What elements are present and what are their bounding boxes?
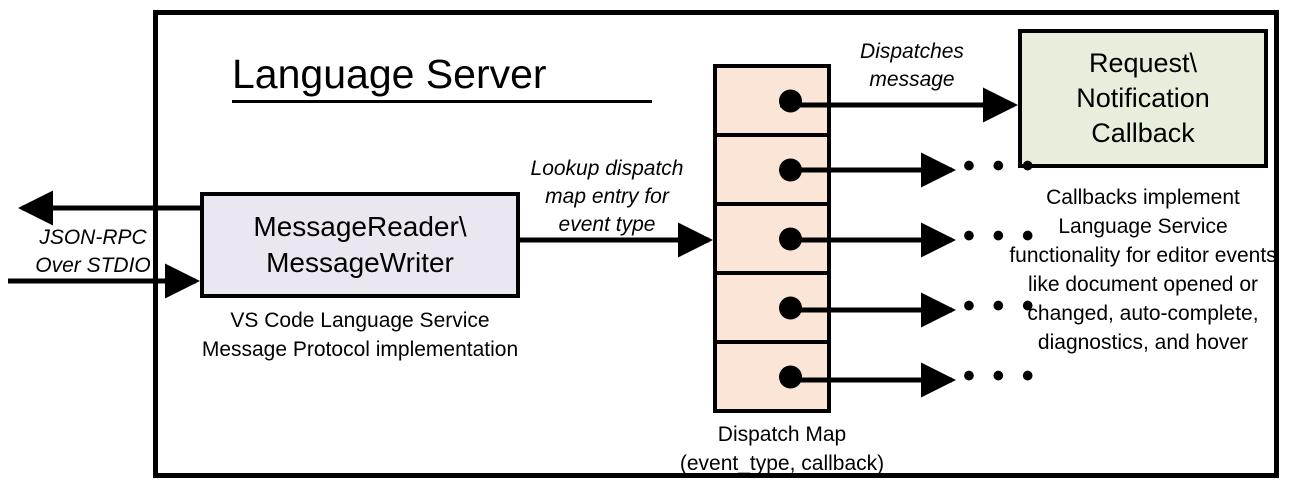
ellipsis-callback-3: • • • <box>963 217 1038 255</box>
edge-label-json-rpc-line-2: Over STDIO <box>35 254 151 277</box>
ellipsis-callback-5: • • • <box>963 357 1038 395</box>
dispatch-map-caption: Dispatch Map (event_type, callback) <box>632 420 932 478</box>
edge-label-lookup-line-3: event type <box>558 213 656 236</box>
node-label-line-1: MessageReader\ <box>253 211 467 242</box>
dispatch-entry-dot-icon <box>779 158 802 181</box>
edge-label-json-rpc: JSON-RPC Over STDIO <box>18 224 168 280</box>
ellipsis-callback-2: • • • <box>963 147 1038 185</box>
node-message-reader-writer-caption: VS Code Language Service Message Protoco… <box>180 306 540 364</box>
edge-label-dispatches-message: Dispatches message <box>832 38 992 94</box>
node-message-reader-writer[interactable]: MessageReader\ MessageWriter <box>200 192 520 298</box>
dispatch-entry-dot-icon <box>779 365 802 388</box>
dispatch-map-caption-line-1: Dispatch Map <box>717 423 847 446</box>
edge-label-dispatches-line-2: message <box>869 68 955 91</box>
node-label-line-2: MessageWriter <box>266 247 454 278</box>
edge-label-lookup-line-2: map entry for <box>545 185 669 208</box>
dispatch-map-row[interactable] <box>717 68 827 137</box>
dispatch-map-row[interactable] <box>717 344 827 409</box>
dispatch-entry-dot-icon <box>779 296 802 319</box>
edge-label-lookup-line-1: Lookup dispatch <box>530 157 684 180</box>
language-server-boundary <box>153 10 1279 478</box>
ellipsis-callback-4: • • • <box>963 287 1038 325</box>
dispatch-map-table[interactable] <box>713 64 831 413</box>
callbacks-description-text: Callbacks implement Language Service fun… <box>1009 186 1277 354</box>
caption-line-2: Message Protocol implementation <box>201 338 519 361</box>
edge-label-json-rpc-line-1: JSON-RPC <box>39 226 147 249</box>
dispatch-map-row[interactable] <box>717 275 827 344</box>
node-message-reader-writer-label: MessageReader\ MessageWriter <box>253 209 466 281</box>
caption-line-1: VS Code Language Service <box>230 309 490 332</box>
dispatch-map-caption-line-2: (event_type, callback) <box>679 452 885 475</box>
callback-label-line-1: Request\ <box>1088 48 1198 78</box>
diagram-title-text: Language Server <box>232 49 652 103</box>
dispatch-map-row[interactable] <box>717 137 827 206</box>
dispatch-entry-dot-icon <box>779 227 802 250</box>
node-request-notification-callback[interactable]: Request\ Notification Callback <box>1018 29 1268 168</box>
edge-label-lookup-dispatch: Lookup dispatch map entry for event type <box>512 155 702 239</box>
callback-label-line-2: Notification <box>1076 83 1210 113</box>
page-title: Language Server <box>232 49 652 103</box>
node-callback-label: Request\ Notification Callback <box>1076 46 1210 151</box>
dispatch-map-row[interactable] <box>717 206 827 275</box>
dispatch-entry-dot-icon <box>779 89 802 112</box>
callback-label-line-3: Callback <box>1091 118 1195 148</box>
edge-label-dispatches-line-1: Dispatches <box>860 40 964 63</box>
